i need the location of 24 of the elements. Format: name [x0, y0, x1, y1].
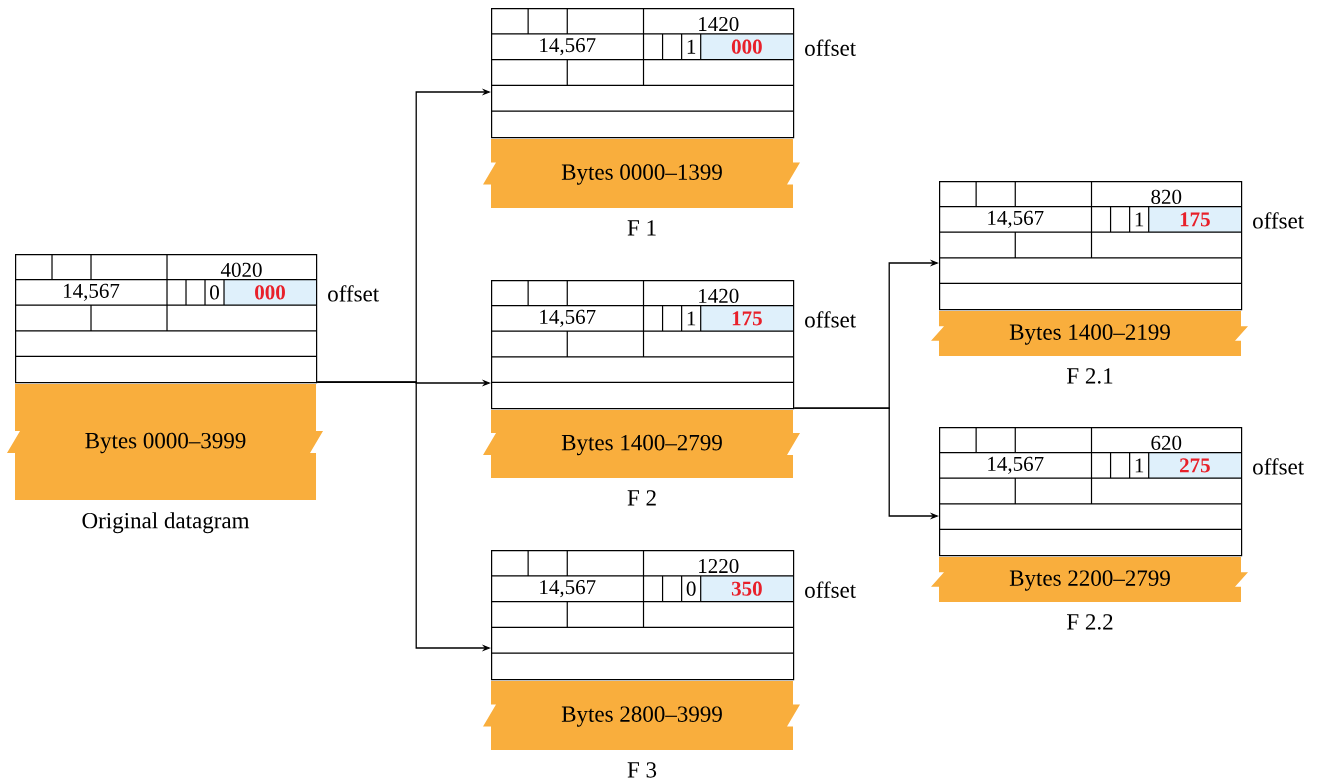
payload-band: Bytes 2200–2799	[931, 557, 1248, 602]
field-label: offset	[805, 39, 857, 56]
payload-band: Bytes 1400–2799	[483, 410, 800, 478]
header-table: 1420 14,567 1 000	[490, 7, 795, 139]
node-label: Original datagram	[82, 512, 250, 534]
field-label: offset	[805, 311, 857, 328]
payload-band: Bytes 0000–1399	[483, 139, 800, 208]
payload-band: Bytes 1400–2199	[931, 311, 1248, 356]
field-label: offset	[805, 581, 857, 598]
header-table: 1220 14,567 0 350	[490, 549, 795, 681]
header-table: 4020 14,567 0 000	[14, 253, 318, 384]
node-label: F 1	[627, 220, 656, 236]
node-label: F 2	[627, 490, 656, 506]
header-table: 1420 14,567 1 175	[490, 279, 795, 410]
node-label: F 2.1	[1067, 368, 1113, 384]
header-table: 620 14,567 1 275	[938, 426, 1243, 557]
payload-band: Bytes 2800–3999	[483, 681, 800, 750]
payload-band: Bytes 0000–3999	[7, 384, 323, 500]
field-label: offset	[1253, 458, 1305, 475]
field-label: offset	[1253, 212, 1305, 229]
field-label: offset	[328, 285, 380, 302]
node-label: F 2.2	[1067, 614, 1113, 630]
node-label: F 3	[627, 762, 657, 778]
header-table: 820 14,567 1 175	[938, 180, 1243, 311]
